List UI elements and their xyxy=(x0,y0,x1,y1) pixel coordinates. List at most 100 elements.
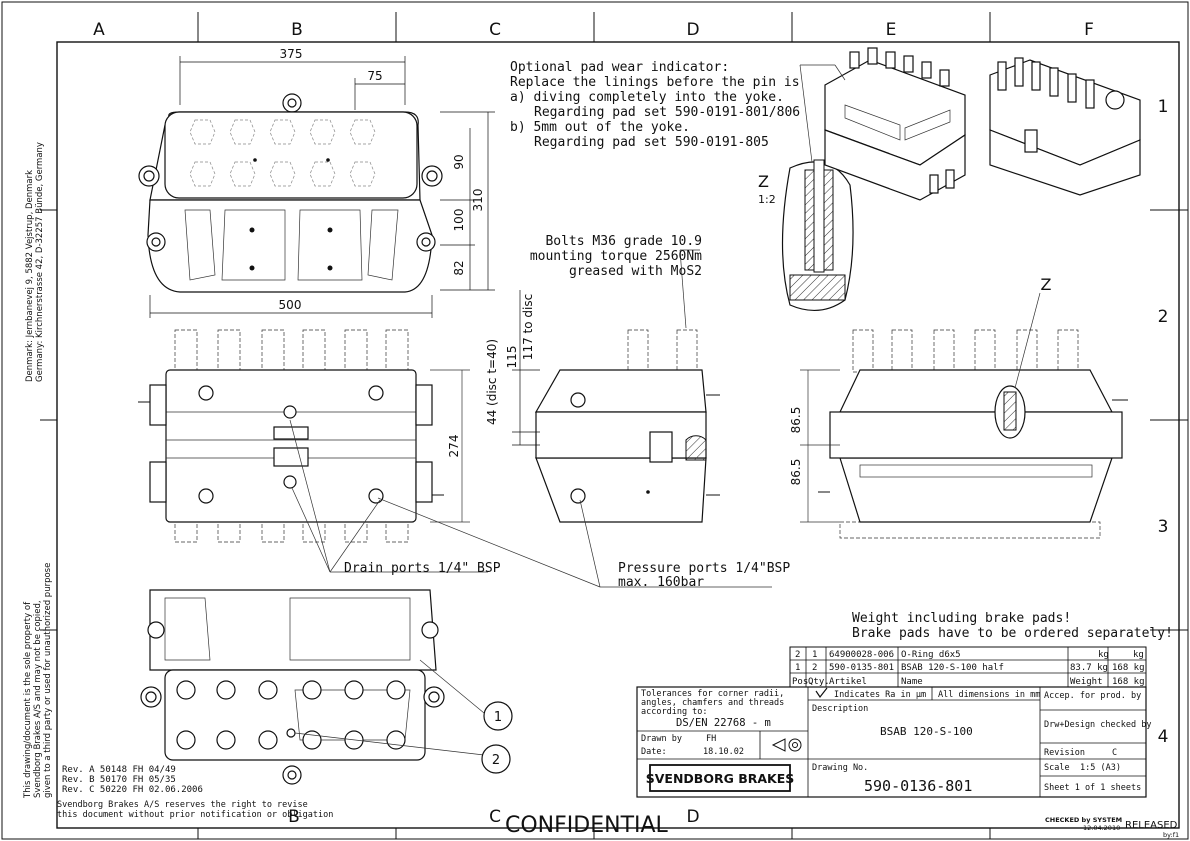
projection-symbol-icon xyxy=(771,738,802,752)
dim-115: 115 xyxy=(505,346,519,369)
parts-row-2-pos: 2 xyxy=(795,650,800,660)
parts-row-2-qty: 1 xyxy=(812,650,817,660)
drawing-number: 590-0136-801 xyxy=(864,777,972,795)
parts-row-2-artikel: 64900028-006 xyxy=(829,650,894,660)
dim-44-disc: 44 (disc t=40) xyxy=(485,339,499,425)
bolts-line-3: greased with MoS2 xyxy=(569,264,702,279)
parts-list: 2 1 64900028-006 O-Ring d6x5 kg kg 1 2 5… xyxy=(789,646,1147,688)
isometric-view-1 xyxy=(824,47,966,201)
parts-header-artikel: Artikel xyxy=(829,677,867,687)
parts-header-qty: Qty. xyxy=(808,677,830,687)
side-view: 115 117 to disc 44 (disc t=40) xyxy=(485,290,720,523)
revision-value: C xyxy=(1112,748,1117,758)
all-dimensions-note: All dimensions in mm xyxy=(938,690,1040,700)
grid-col-d: D xyxy=(686,20,699,40)
parts-header-pos: Pos. xyxy=(792,677,814,687)
detail-z-reference: Z xyxy=(1041,275,1052,294)
dim-117-to-disc: 117 to disc xyxy=(521,294,535,360)
dim-500: 500 xyxy=(279,298,302,312)
accepted-by-label: Accep. for prod. by xyxy=(1044,691,1141,701)
released-label: RELEASED xyxy=(1125,820,1178,831)
grid-row-3: 3 xyxy=(1158,517,1169,537)
parts-row-1-qty: 2 xyxy=(812,663,817,673)
weight-note-2: Brake pads have to be ordered separately… xyxy=(852,626,1173,641)
wear-line-2: a) diving completely into the yoke. xyxy=(510,90,784,105)
weight-note-1: Weight including brake pads! xyxy=(852,611,1071,626)
property-line-3: given to a third party or used for unaut… xyxy=(43,563,53,798)
rights-note: Svendborg Brakes A/S reserves the right … xyxy=(57,800,333,820)
bottom-view xyxy=(140,589,445,785)
dim-82: 82 xyxy=(452,260,466,275)
dim-375: 375 xyxy=(280,47,303,61)
isometric-view-2 xyxy=(989,57,1141,196)
wear-line-1: Replace the linings before the pin is xyxy=(510,75,800,90)
detail-z: Z 1:2 xyxy=(758,159,854,311)
bolts-note: Bolts M36 grade 10.9 mounting torque 256… xyxy=(530,234,702,279)
parts-row-1-kg: 83.7 kg xyxy=(1070,663,1108,673)
front-view: 274 xyxy=(138,329,470,543)
scale-label: Scale xyxy=(1044,763,1070,773)
sheet-count: Sheet 1 of 1 sheets xyxy=(1044,783,1141,793)
dim-75: 75 xyxy=(367,69,382,83)
grid-col-c-bottom: C xyxy=(489,807,501,827)
description-value: BSAB 120-S-100 xyxy=(880,725,973,738)
parts-row-2-name: O-Ring d6x5 xyxy=(901,650,961,660)
release-stamp: CHECKED by SYSTEM 12.04.2010 RELEASED by… xyxy=(1045,816,1179,839)
rights-line-2: this document without prior notification… xyxy=(57,810,333,820)
property-line-2: Svendborg Brakes A/S and may not be copi… xyxy=(33,600,43,798)
grid-labels: A B C D E F B C D 1 2 3 4 xyxy=(93,20,1168,827)
address-denmark: Denmark: Jernbanevej 9, 5882 Vejstrup, D… xyxy=(25,170,35,382)
parts-header-weight-value: 168 kg xyxy=(1112,677,1145,687)
wear-line-4: b) 5mm out of the yoke. xyxy=(510,120,690,135)
grid-col-d-bottom: D xyxy=(686,807,699,827)
balloon-2: 2 xyxy=(492,753,500,768)
checked-date: 12.04.2010 xyxy=(1083,824,1120,832)
grid-col-c: C xyxy=(489,20,501,40)
parts-row-1-weight: 168 kg xyxy=(1112,663,1145,673)
detail-z-scale: 1:2 xyxy=(758,193,776,206)
title-block: Tolerances for corner radii, angles, cha… xyxy=(636,686,1151,798)
date-label: Date: xyxy=(641,747,667,757)
rear-view: 86.5 86.5 Z xyxy=(789,275,1128,539)
drawing-no-label: Drawing No. xyxy=(812,763,868,773)
drawn-by-label: Drawn by xyxy=(641,734,682,744)
side-address: Denmark: Jernbanevej 9, 5882 Vejstrup, D… xyxy=(25,142,45,382)
parts-row-1-name: BSAB 120-S-100 half xyxy=(901,663,1004,673)
roughness-indicator: Indicates Ra in µm xyxy=(834,690,926,700)
confidential-stamp: CONFIDENTIAL xyxy=(505,813,669,838)
dim-274: 274 xyxy=(447,435,461,458)
checked-by-system: CHECKED by SYSTEM xyxy=(1045,816,1122,824)
grid-col-e: E xyxy=(886,20,897,40)
revision-a: Rev. A 50148 FH 04/49 xyxy=(62,765,176,775)
grid-row-4: 4 xyxy=(1158,727,1169,747)
address-germany: Germany: Kirchnerstrasse 42, D-32257 Bün… xyxy=(35,142,45,382)
grid-col-b: B xyxy=(291,20,303,40)
rights-line-1: Svendborg Brakes A/S reserves the right … xyxy=(57,800,308,810)
grid-col-b-bottom: B xyxy=(288,807,300,827)
revision-label: Revision xyxy=(1044,748,1085,758)
dim-100: 100 xyxy=(452,209,466,232)
tolerance-line-1: Tolerances for corner radii, xyxy=(641,689,784,699)
dim-90: 90 xyxy=(452,154,466,169)
wear-line-5: Regarding pad set 590-0191-805 xyxy=(534,135,769,150)
balloon-1: 1 xyxy=(494,710,502,725)
revision-list: Rev. A 50148 FH 04/49 Rev. B 50170 FH 05… xyxy=(62,765,203,795)
company-logo: SVENDBORG BRAKES xyxy=(646,771,795,786)
balloons: 1 2 xyxy=(481,701,513,774)
side-property: This drawing/document is the sole proper… xyxy=(23,563,53,799)
wear-indicator-note: Optional pad wear indicator: Replace the… xyxy=(510,60,800,150)
drawn-by-value: FH xyxy=(706,734,716,744)
revision-c: Rev. C 50220 FH 02.06.2006 xyxy=(62,785,203,795)
description-label: Description xyxy=(812,704,868,714)
grid-col-a: A xyxy=(93,20,105,40)
parts-header-name: Name xyxy=(901,677,923,687)
grid-col-f: F xyxy=(1084,20,1094,40)
tolerance-line-2: angles, chamfers and threads xyxy=(641,698,784,708)
wear-line-3: Regarding pad set 590-0191-801/806 xyxy=(534,105,800,120)
parts-header-weight: Weight xyxy=(1070,677,1103,687)
grid-row-2: 2 xyxy=(1158,307,1169,327)
revision-b: Rev. B 50170 FH 05/35 xyxy=(62,775,176,785)
released-by: by:f1 xyxy=(1163,831,1179,839)
